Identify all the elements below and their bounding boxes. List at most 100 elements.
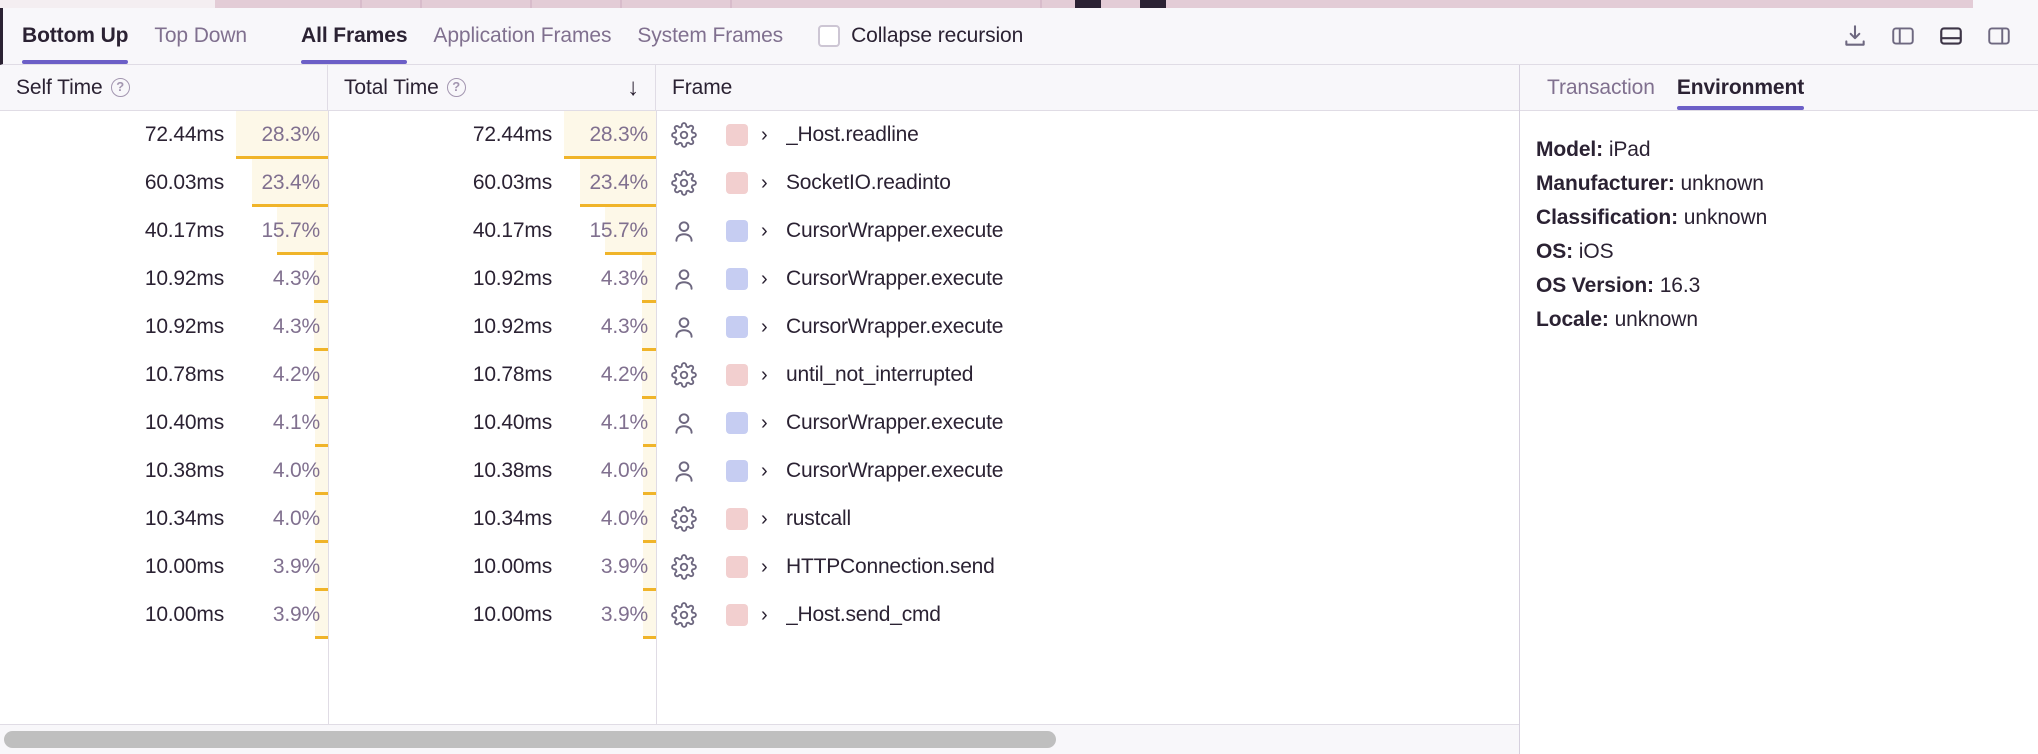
download-button[interactable] — [1838, 19, 1872, 53]
self-time-percent-label: 4.3% — [272, 315, 320, 338]
chevron-right-icon[interactable]: › — [761, 556, 768, 578]
column-header-total-time-label: Total Time — [344, 75, 439, 99]
chevron-right-icon[interactable]: › — [761, 124, 768, 146]
flamegraph-sliver-left — [0, 0, 215, 8]
person-icon — [656, 399, 712, 447]
chevron-right-icon[interactable]: › — [761, 508, 768, 530]
total-time-value: 72.44ms — [472, 123, 552, 146]
total-time-percent-label: 23.4% — [589, 171, 648, 194]
frame-color-swatch — [726, 556, 748, 578]
environment-key: OS Version: — [1536, 274, 1654, 297]
frame-name: _Host.readline — [786, 123, 919, 146]
total-time-percent-label: 28.3% — [589, 123, 648, 146]
collapse-recursion-toggle[interactable]: Collapse recursion — [796, 8, 1036, 64]
self-time-value: 10.40ms — [144, 411, 224, 434]
total-time-percent-bar — [643, 543, 656, 591]
environment-key: Model: — [1536, 138, 1604, 161]
column-header-self-time[interactable]: Self Time ? — [0, 65, 328, 110]
tab-all-frames[interactable]: All Frames — [282, 8, 420, 64]
panel-left-button[interactable] — [1886, 19, 1920, 53]
total-time-value: 60.03ms — [472, 171, 552, 194]
chevron-right-icon[interactable]: › — [761, 220, 768, 242]
column-header-self-time-label: Self Time — [16, 75, 103, 99]
collapse-recursion-checkbox[interactable] — [818, 25, 841, 47]
chevron-right-icon[interactable]: › — [761, 364, 768, 386]
gear-icon — [656, 543, 712, 591]
self-time-value: 10.92ms — [144, 267, 224, 290]
self-time-percent-label: 3.9% — [272, 603, 320, 626]
environment-row: Manufacturer: unknown — [1536, 167, 2038, 201]
total-time-percent-bar — [642, 303, 656, 351]
environment-row: OS: iOS — [1536, 235, 2038, 269]
self-time-percent-bar — [236, 111, 328, 159]
column-header-total-time[interactable]: Total Time ? ↓ — [328, 65, 656, 110]
frame-color-swatch — [726, 316, 748, 338]
self-time-percent: 4.0% — [236, 495, 328, 543]
cell-frame: › _Host.readline — [712, 111, 1519, 159]
total-time-percent-label: 4.1% — [600, 411, 648, 434]
panel-left-icon — [1890, 23, 1916, 49]
tab-all-frames-label: All Frames — [301, 24, 408, 47]
chevron-right-icon[interactable]: › — [761, 172, 768, 194]
tab-bottom-up-label: Bottom Up — [22, 24, 129, 47]
environment-row: Classification: unknown — [1536, 201, 2038, 235]
horizontal-scrollbar[interactable] — [0, 724, 1519, 754]
panel-bottom-button[interactable] — [1934, 19, 1968, 53]
chevron-right-icon[interactable]: › — [761, 316, 768, 338]
chevron-right-icon[interactable]: › — [761, 412, 768, 434]
self-time-percent-bar — [315, 591, 328, 639]
self-time-percent: 28.3% — [236, 111, 328, 159]
frame-name: SocketIO.readinto — [786, 171, 951, 194]
help-icon[interactable]: ? — [446, 78, 466, 97]
chevron-right-icon[interactable]: › — [761, 268, 768, 290]
total-time-percent: 15.7% — [564, 207, 656, 255]
horizontal-scrollbar-thumb[interactable] — [4, 731, 1056, 748]
column-divider — [656, 111, 657, 724]
panel-right-button[interactable] — [1982, 19, 2016, 53]
total-time-percent-bar — [642, 399, 656, 447]
cell-total-time: 40.17ms 15.7% — [328, 207, 712, 255]
chevron-right-icon[interactable]: › — [761, 604, 768, 626]
total-time-percent-bar — [643, 447, 656, 495]
self-time-value: 10.78ms — [144, 363, 224, 386]
chevron-right-icon[interactable]: › — [761, 460, 768, 482]
self-time-percent-label: 15.7% — [261, 219, 320, 242]
total-time-value: 40.17ms — [472, 219, 552, 242]
self-time-value: 10.92ms — [144, 315, 224, 338]
tab-application-frames[interactable]: Application Frames — [420, 8, 624, 64]
tab-top-down[interactable]: Top Down — [141, 8, 260, 64]
tab-environment[interactable]: Environment — [1666, 65, 1815, 110]
toolbar-icon-group — [1838, 8, 2016, 64]
tab-transaction-label: Transaction — [1547, 75, 1655, 99]
cell-self-time: 10.92ms 4.3% — [0, 303, 328, 351]
total-time-value: 10.78ms — [472, 363, 552, 386]
environment-key: Locale: — [1536, 308, 1609, 331]
person-icon — [656, 255, 712, 303]
toolbar-divider — [260, 8, 282, 64]
flamegraph-tick — [1040, 0, 1042, 8]
help-icon[interactable]: ? — [110, 78, 130, 97]
column-header-frame[interactable]: Frame — [656, 65, 1519, 110]
self-time-percent-label: 3.9% — [272, 555, 320, 578]
tab-system-frames[interactable]: System Frames — [624, 8, 796, 64]
tab-bottom-up[interactable]: Bottom Up — [3, 8, 141, 64]
tab-transaction[interactable]: Transaction — [1536, 65, 1666, 110]
